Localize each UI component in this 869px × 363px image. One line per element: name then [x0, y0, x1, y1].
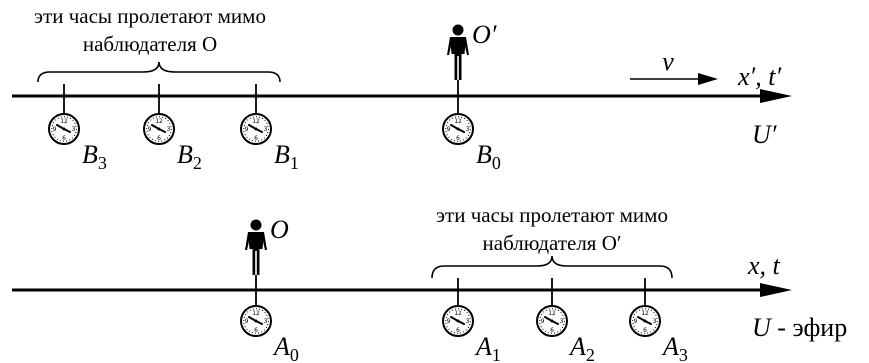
clock-label: B1: [274, 140, 299, 173]
observer-o-label: O: [270, 215, 289, 244]
clock-icon: [536, 305, 568, 337]
clock-a3: A3: [629, 278, 688, 363]
clock-b2: B2: [143, 84, 202, 173]
clock-a2: A2: [536, 278, 595, 363]
observer-o-icon: [245, 219, 267, 275]
clock-b1: B1: [240, 84, 299, 173]
observer-o-prime-label: O′: [472, 20, 497, 49]
top-frame: эти часы пролетают мимо наблюдателя O v …: [12, 4, 792, 173]
clock-icon: [143, 113, 175, 145]
clock-icon: [629, 305, 661, 337]
clock-label: A0: [272, 332, 299, 363]
bottom-clocks: A0 A1 A2 A3: [240, 275, 688, 363]
bottom-frame: эти часы пролетают мимо наблюдателя O′ x…: [12, 203, 847, 363]
top-caption-line2: наблюдателя O: [83, 32, 217, 56]
observer-o-prime-icon: [447, 24, 469, 80]
clock-label: B0: [476, 140, 501, 173]
bottom-caption-line1: эти часы пролетают мимо: [436, 203, 668, 227]
bottom-frame-label: U - эфир: [752, 313, 847, 342]
clock-icon: [442, 113, 474, 145]
clock-label: A2: [568, 332, 595, 363]
top-axis-arrowhead: [760, 89, 792, 103]
top-axis-label: x′, t′: [737, 62, 781, 91]
clock-label: B3: [82, 140, 107, 173]
clock-a0: A0: [240, 275, 299, 363]
velocity-arrowhead: [698, 73, 718, 85]
clock-icon: [240, 305, 272, 337]
clock-label: A3: [661, 332, 688, 363]
clock-label: B2: [177, 140, 202, 173]
clock-icon: [240, 113, 272, 145]
velocity-label: v: [662, 47, 674, 76]
top-caption-line1: эти часы пролетают мимо: [34, 4, 266, 28]
clock-label: A1: [474, 332, 501, 363]
clock-b3: B3: [48, 84, 107, 173]
top-clocks: B3 B2 B1 B0: [48, 80, 501, 173]
bottom-brace: [431, 255, 673, 279]
bottom-axis-label: x, t: [747, 251, 781, 280]
clock-a1: A1: [442, 278, 501, 363]
bottom-axis-arrowhead: [760, 283, 792, 297]
clock-icon: [48, 113, 80, 145]
clock-b0: B0: [442, 80, 501, 173]
bottom-caption-line2: наблюдателя O′: [483, 231, 622, 255]
top-frame-label: U′: [752, 120, 777, 149]
clock-icon: [442, 305, 474, 337]
top-brace: [37, 61, 281, 83]
